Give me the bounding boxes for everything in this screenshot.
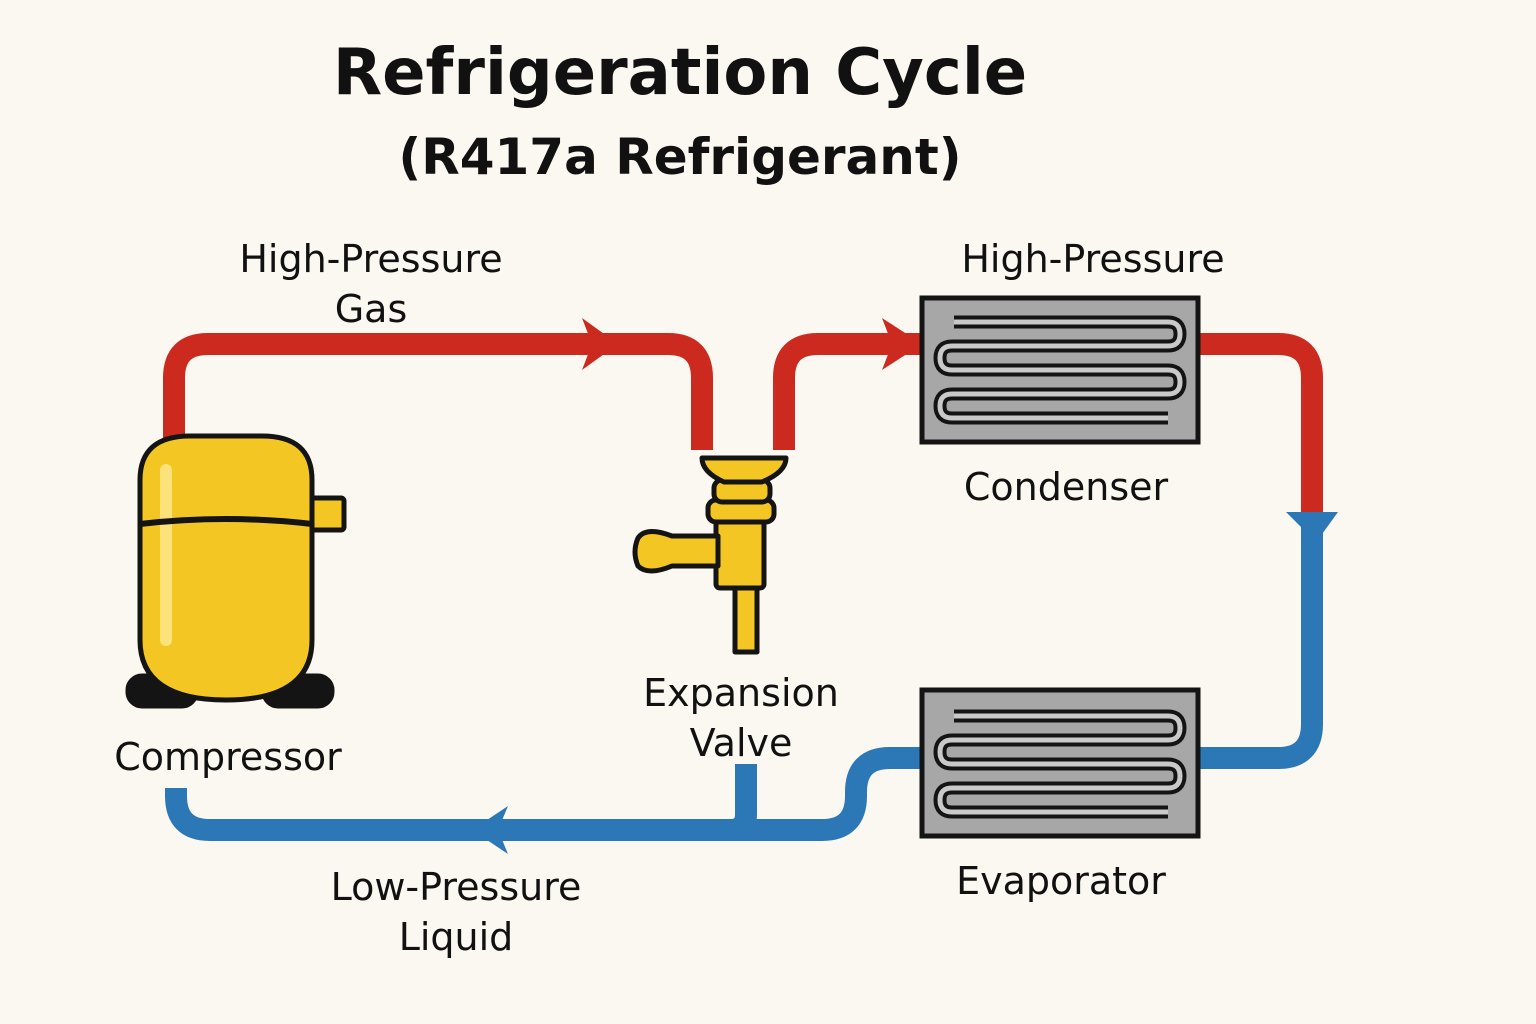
pipe-condenser-to-right [1198,333,1323,525]
arrow-right-icon [582,318,618,370]
label-compressor: Compressor [114,735,342,779]
arrow-right-icon [882,318,922,370]
compressor-icon [125,433,347,709]
evaporator-icon [919,687,1201,839]
arrow-down-icon [1286,512,1338,548]
pipe-valve-drop [729,764,757,841]
label-low-pressure-liquid: Low-Pressure Liquid [330,865,582,959]
expansion-valve-icon [632,455,789,655]
label-high-pressure: High-Pressure [961,237,1225,281]
condenser-icon [919,295,1201,445]
label-high-pressure-gas: High-Pressure Gas [239,237,503,331]
label-expansion-valve: Expansion Valve [643,671,839,765]
pipe-compressor-to-valve [163,333,713,450]
diagram-title: Refrigeration Cycle [332,36,1028,110]
low-pressure-pipes [165,520,1323,841]
arrow-left-icon [472,806,508,854]
pipe-evaporator-to-bottom [165,747,924,841]
pipe-valve-to-condenser [773,333,924,450]
label-condenser: Condenser [963,465,1169,509]
label-evaporator: Evaporator [956,859,1166,903]
high-pressure-pipes [163,333,1323,525]
diagram-subtitle: (R417a Refrigerant) [398,128,962,186]
pipe-right-to-evaporator [1198,520,1323,769]
